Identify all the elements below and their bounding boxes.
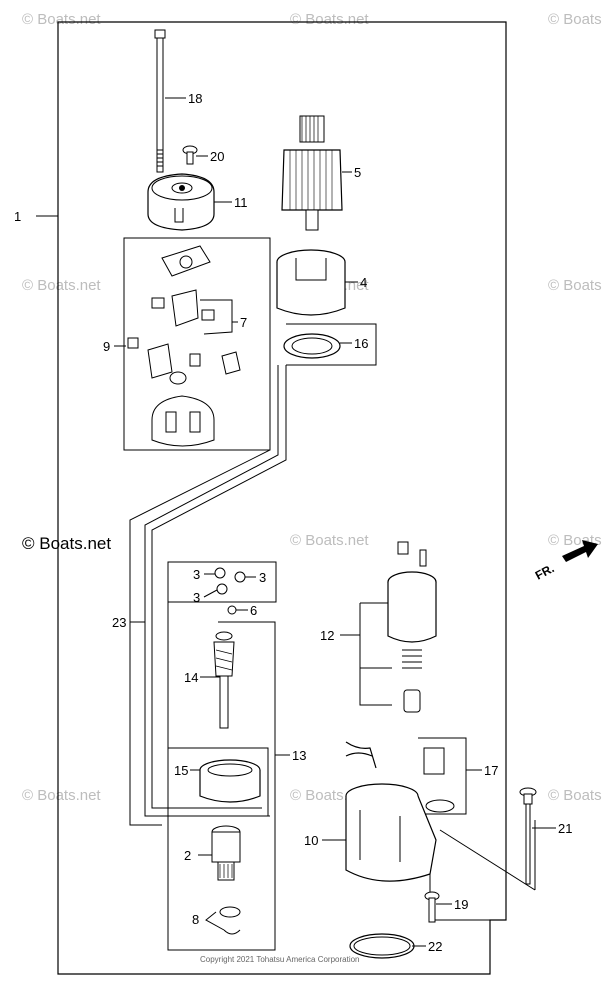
callout-8: 8	[192, 912, 199, 927]
watermark: © Boats.net	[548, 277, 602, 294]
solenoid-12-icon	[387, 541, 437, 713]
front-label: FR.	[533, 561, 557, 582]
callout-21: 21	[558, 821, 572, 836]
callout-18: 18	[188, 91, 202, 106]
watermark: © Boats.net	[22, 277, 101, 294]
callouts: 1 2 3 3 3 4 5 6 7 8 9 10 11 12 13 14	[14, 91, 572, 954]
callout-9: 9	[103, 339, 110, 354]
screw-19-icon	[424, 891, 440, 923]
group-box-13	[167, 602, 276, 951]
shaft-14-icon	[213, 631, 235, 729]
group-box-15	[167, 747, 269, 817]
callout-11: 11	[234, 195, 248, 210]
watermark: © Boats.net	[548, 787, 602, 804]
yoke-4-icon	[276, 249, 346, 316]
callout-4: 4	[360, 275, 367, 290]
assembly-outline	[57, 21, 507, 975]
callout-17: 17	[484, 763, 498, 778]
front-arrow-icon	[562, 540, 598, 562]
armature-5-icon	[281, 115, 343, 231]
ring-8-icon	[219, 906, 241, 935]
washer-6-icon	[227, 605, 237, 615]
brush-holder-9-icon	[127, 245, 241, 447]
end-cap-11-icon	[147, 173, 215, 231]
callout-15: 15	[174, 763, 188, 778]
screw-20-icon	[182, 145, 198, 165]
callout-10: 10	[304, 833, 318, 848]
bracket-17	[418, 737, 467, 815]
callout-7: 7	[240, 315, 247, 330]
watermark: © Boats.net	[548, 11, 602, 28]
callout-5: 5	[354, 165, 361, 180]
watermark: © Boats.net	[22, 11, 101, 28]
watermark: © Boats.net	[290, 11, 369, 28]
bracket-12	[359, 603, 392, 706]
callout-2: 2	[184, 848, 191, 863]
bolt-18-icon	[154, 29, 166, 173]
bolt-21-icon	[519, 787, 537, 885]
group-box-3	[167, 561, 277, 603]
callout-13: 13	[292, 748, 306, 763]
callout-16: 16	[354, 336, 368, 351]
callout-12: 12	[320, 628, 334, 643]
callout-1: 1	[14, 209, 21, 224]
copyright-notice: Copyright 2021 Tohatsu America Corporati…	[200, 955, 360, 964]
watermark: © Boats.net	[22, 787, 101, 804]
callout-3b: 3	[259, 570, 266, 585]
main-watermark: © Boats.net	[22, 534, 111, 553]
fork-17-icon	[345, 741, 455, 813]
housing-10-icon	[345, 783, 437, 882]
group-box-16	[286, 323, 377, 366]
leader-line	[151, 365, 287, 809]
callout-6: 6	[250, 603, 257, 618]
callout-23: 23	[112, 615, 126, 630]
ring-gear-15-icon	[199, 759, 261, 803]
watermark: © Boats.net	[290, 532, 369, 549]
gasket-16-icon	[283, 333, 341, 359]
callout-20: 20	[210, 149, 224, 164]
callout-22: 22	[428, 939, 442, 954]
o-ring-22-icon	[349, 933, 415, 959]
nut-3-icon	[214, 567, 246, 595]
group-box-9	[123, 237, 271, 451]
pinion-2-icon	[211, 825, 241, 881]
callout-3a: 3	[193, 567, 200, 582]
callout-19: 19	[454, 897, 468, 912]
callout-14: 14	[184, 670, 198, 685]
callout-3c: 3	[193, 590, 200, 605]
